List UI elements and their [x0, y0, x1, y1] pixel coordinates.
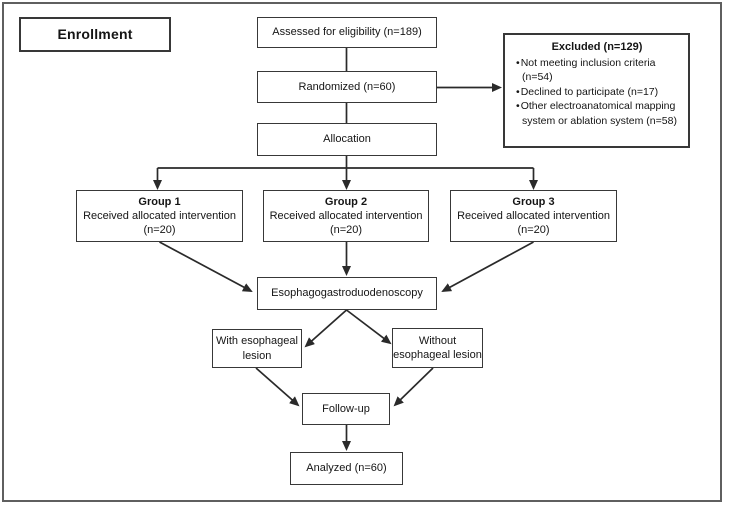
- without-lesion-line2: esophageal lesion: [393, 349, 482, 361]
- with-lesion-line2: lesion: [242, 349, 272, 362]
- node-esophagogastroduodenoscopy: Esophagogastroduodenoscopy: [257, 277, 437, 310]
- group-desc: Received allocated intervention: [457, 209, 610, 222]
- node-allocation: Allocation: [257, 123, 437, 156]
- excluded-item: Other electroanatomical mapping system o…: [512, 99, 682, 128]
- group-title: Group 3: [512, 195, 555, 208]
- group-desc: Received allocated intervention: [83, 209, 236, 222]
- node-analyzed: Analyzed (n=60): [290, 452, 403, 485]
- node-excluded: Excluded (n=129) Not meeting inclusion c…: [503, 33, 690, 148]
- diagram-border: [2, 2, 722, 502]
- group-title: Group 2: [324, 195, 368, 208]
- node-without-esophageal-lesion: Without esophageal lesion: [392, 328, 483, 368]
- excluded-title: Excluded (n=129): [551, 41, 643, 53]
- node-group-3: Group 3 Received allocated intervention …: [450, 190, 617, 242]
- node-follow-up: Follow-up: [302, 393, 390, 425]
- without-lesion-line1: Without: [418, 334, 457, 347]
- with-lesion-line1: With esophageal: [216, 335, 298, 348]
- node-enrollment: Enrollment: [19, 17, 171, 52]
- node-randomized: Randomized (n=60): [257, 71, 437, 103]
- group-n: (n=20): [329, 224, 363, 237]
- excluded-item: Not meeting inclusion criteria (n=54): [512, 56, 682, 85]
- node-assessed-for-eligibility: Assessed for eligibility (n=189): [257, 17, 437, 48]
- group-n: (n=20): [143, 224, 176, 237]
- group-n: (n=20): [517, 224, 550, 237]
- group-title: Group 1: [138, 195, 181, 208]
- node-group-2: Group 2 Received allocated intervention …: [263, 190, 429, 242]
- node-group-1: Group 1 Received allocated intervention …: [76, 190, 243, 242]
- node-with-esophageal-lesion: With esophageal lesion: [212, 329, 302, 368]
- excluded-item: Declined to participate (n=17): [512, 85, 682, 100]
- group-desc: Received allocated intervention: [269, 209, 423, 222]
